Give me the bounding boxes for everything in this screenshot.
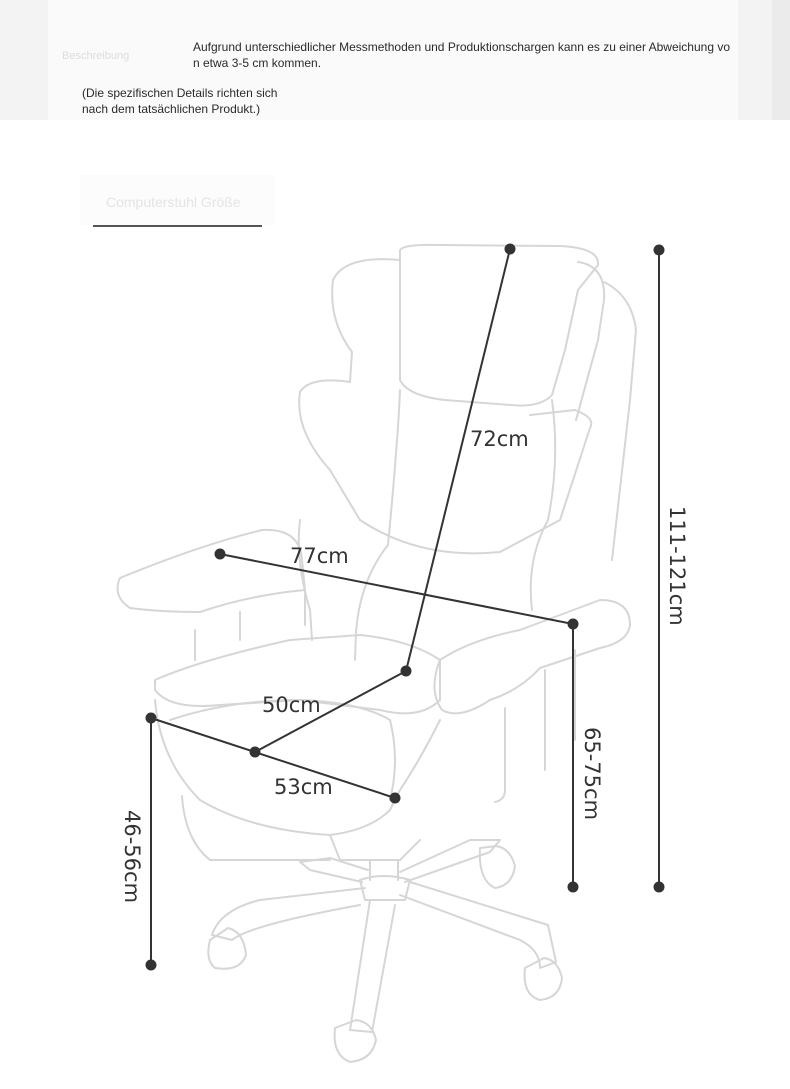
chair-caster-back: [478, 845, 516, 889]
chair-back-body: [354, 389, 401, 661]
dim-dot-backrest-top: [504, 243, 516, 255]
header-card: [48, 0, 738, 120]
chair-caster-front: [333, 1019, 377, 1063]
header-edge-strip: [772, 0, 790, 120]
dim-line-backrest: [405, 248, 511, 672]
dim-dot-total-height-bottom: [653, 881, 665, 893]
chair-seat-top: [154, 634, 441, 715]
dim-line-seat-depth: [254, 670, 407, 753]
chair-seat-front: [154, 699, 441, 836]
label-total-height: 111-121cm: [665, 506, 689, 626]
chair-right-armrest: [433, 599, 631, 715]
chair-base-leg-backleft: [299, 857, 369, 883]
chair-illustration: [116, 243, 637, 1063]
label-seat-height: 46-56cm: [120, 810, 144, 903]
chair-seat-side: [329, 834, 421, 861]
chair-left-armrest: [116, 528, 306, 613]
label-seat-width: 53cm: [274, 775, 333, 799]
section-title-box: [80, 175, 275, 225]
chair-caster-left: [207, 927, 247, 970]
chair-back-left-wing: [298, 258, 401, 521]
chair-base-leg-right: [399, 881, 557, 969]
label-backrest-height: 72cm: [470, 427, 529, 451]
dimension-labels: 72cm 77cm 50cm 53cm 111-121cm 65-75cm 46…: [120, 427, 689, 903]
dim-dot-width-left: [214, 548, 226, 560]
dimension-lines: [145, 243, 665, 971]
chair-footrest: [181, 795, 331, 861]
chair-caster-right: [523, 957, 563, 1001]
chair-base-leg-front: [349, 899, 396, 1033]
label-armrest-height: 65-75cm: [580, 727, 604, 820]
dim-dot-seat-width-right: [389, 792, 401, 804]
product-note: (Die spezifischen Details richten sich n…: [82, 86, 278, 116]
chair-right-armrest-support: [494, 649, 576, 803]
label-seat-depth: 50cm: [262, 693, 321, 717]
section-title: Computerstuhl Größe: [106, 194, 241, 210]
chair-back-lumbar-line: [297, 519, 313, 641]
chair-headrest: [399, 243, 600, 407]
chair-base-leg-left: [211, 887, 366, 941]
dim-dot-total-height-top: [653, 244, 665, 256]
header-faint-label: Beschreibung: [62, 50, 130, 62]
dim-line-seat-width: [150, 717, 396, 799]
chair-back-lumbar: [359, 409, 593, 555]
chair-left-armrest-support: [194, 589, 306, 661]
dim-dot-armrest-height-bottom: [567, 881, 579, 893]
chair-back-far-side: [603, 281, 637, 561]
chair-base-leg-back: [399, 839, 501, 883]
dim-line-width: [219, 553, 574, 625]
section-underline: [93, 225, 262, 227]
dim-dot-seat-height-bottom: [145, 959, 157, 971]
measurement-note: Aufgrund unterschiedlicher Messmethoden …: [193, 40, 730, 70]
chair-back-right-wing: [575, 261, 606, 421]
chair-back-center: [529, 399, 557, 611]
label-total-width: 77cm: [290, 544, 349, 568]
